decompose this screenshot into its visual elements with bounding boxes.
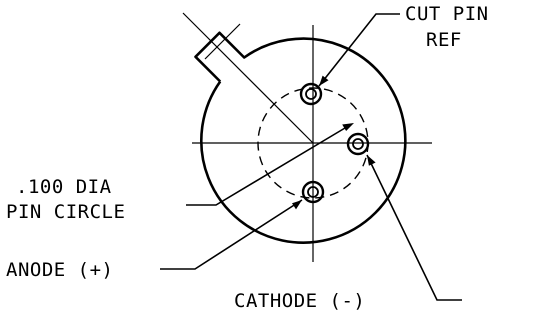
anode-arrowhead bbox=[292, 200, 302, 210]
pin-circle-label-line1: .100 DIA bbox=[16, 176, 112, 198]
anode-label: ANODE (+) bbox=[6, 259, 113, 281]
arrowheads bbox=[292, 75, 376, 210]
pin-circle-leader bbox=[186, 127, 346, 206]
pin-circle-arrowhead bbox=[342, 123, 354, 131]
pin-circle-label-line2: PIN CIRCLE bbox=[6, 201, 125, 223]
cathode-arrowhead bbox=[367, 155, 376, 166]
package-outline bbox=[194, 31, 407, 244]
cut-pin-label-line2: REF bbox=[426, 29, 462, 51]
center-lines bbox=[182, 12, 432, 262]
cut-pin-leader bbox=[318, 13, 400, 87]
anode-leader bbox=[160, 199, 303, 270]
cut-pin-label-line1: CUT PIN bbox=[405, 3, 489, 25]
diagonal-center-line bbox=[182, 12, 314, 144]
cut-pin-arrowhead bbox=[319, 75, 329, 86]
tab-center-tick bbox=[204, 23, 241, 60]
pin-anode bbox=[301, 180, 325, 204]
cathode-leader bbox=[366, 154, 462, 301]
cathode-label: CATHODE (-) bbox=[234, 290, 365, 312]
pin-cathode bbox=[346, 132, 370, 156]
leader-lines bbox=[160, 13, 462, 301]
pin-cut-ref bbox=[299, 82, 323, 106]
